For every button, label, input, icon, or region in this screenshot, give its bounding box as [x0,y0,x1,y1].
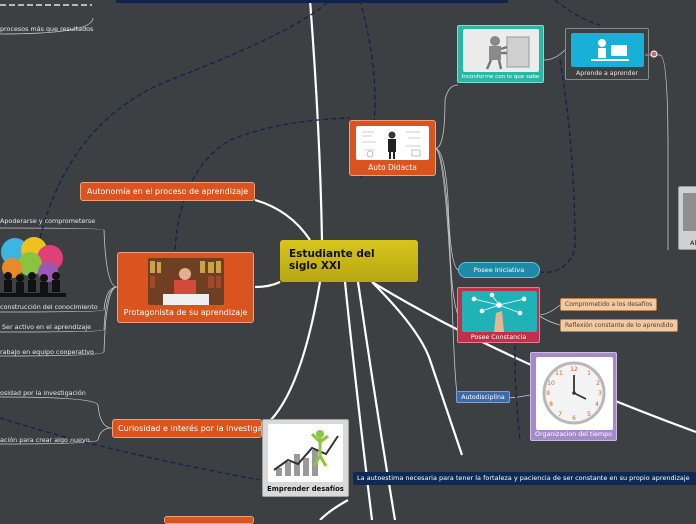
svg-text:7: 7 [558,411,562,418]
topic-inconforme[interactable]: Inconforme con lo que sabe [457,25,544,83]
item-trabajo[interactable]: rabajo en equipo cooperativo [0,348,94,356]
svg-text:3: 3 [598,390,602,397]
item-curiosidad-investigacion[interactable]: osidad por la investigación [0,389,86,397]
item-apoderarse[interactable]: Apoderarse y comprometerse [0,217,96,225]
svg-text:2: 2 [596,380,600,387]
topic-curiosidad[interactable]: Curiosidad e interés por la investigació… [112,419,262,438]
svg-text:12: 12 [570,366,578,373]
topic-partial-right[interactable]: Al [678,186,696,250]
topic-posee-constancia-label: Posee Constancia [470,334,527,341]
topic-aprende[interactable]: Aprende a aprender [565,28,649,80]
item-creacion[interactable]: ación para crear algo nuevo [0,436,90,444]
teacher-board-icon [356,126,429,160]
network-hand-icon [462,291,537,332]
topic-partial-bottom[interactable] [164,516,254,524]
topic-inconforme-label: Inconforme con lo que sabe [461,74,540,80]
topic-comprometido-label: Comprometido a los desafíos [565,301,653,308]
topic-reflexion[interactable]: Reflexión constante de lo aprendido [560,319,679,332]
topic-autonomia-label: Autonomía en el proceso de aprendizaje [86,187,249,196]
svg-text:11: 11 [555,370,563,377]
item-construccion[interactable]: construcción del conocimiento [0,303,98,311]
topic-autonomia[interactable]: Autonomía en el proceso de aprendizaje [80,182,255,201]
item-activo[interactable]: Ser activo en el aprendizaje [2,323,92,331]
svg-text:4: 4 [595,401,599,408]
svg-text:5: 5 [587,411,591,418]
topic-posee-constancia[interactable]: Posee Constancia [457,287,540,343]
topic-reflexion-label: Reflexión constante de lo aprendido [565,322,674,329]
topic-aprende-label: Aprende a aprender [576,70,638,77]
computer-person-icon [571,33,644,67]
topic-autoestima-label: La autoestima necesaria para tener la fo… [357,474,690,482]
topic-emprender-label: Emprender desafíos [267,485,344,493]
central-topic-title: Estudiante del siglo XXI [289,248,375,272]
svg-text:9: 9 [546,390,550,397]
topic-organizacion-label: Organizacion del tiempo [535,431,612,438]
svg-text:1: 1 [587,370,591,377]
topic-posee-iniciativa[interactable]: Posee Iniciativa [458,262,540,278]
topic-auto-didacta-label: Auto Didacta [368,163,417,172]
topic-posee-iniciativa-label: Posee Iniciativa [473,266,525,274]
central-topic[interactable]: Estudiante del siglo XXI [280,240,418,282]
topic-partial-right-label: Al [690,239,696,247]
growth-chart-icon [268,424,343,482]
topic-protagonista-label: Protagonista de su aprendizaje [123,308,248,317]
topic-auto-didacta[interactable]: Auto Didacta [349,120,436,176]
topic-autoestima[interactable]: La autoestima necesaria para tener la fo… [353,472,696,485]
books-student-icon [148,258,224,305]
item-procesos[interactable]: procesos más que resultados [0,25,94,33]
topic-comprometido[interactable]: Comprometido a los desafíos [560,298,658,311]
svg-text:8: 8 [549,401,553,408]
topic-autodisciplina-label: Autodisciplina [461,394,505,401]
topic-emprender[interactable]: Emprender desafíos [262,419,349,497]
robot-push-icon [463,29,539,72]
svg-text:10: 10 [547,380,555,387]
topic-autodisciplina[interactable]: Autodisciplina [456,391,510,403]
topic-curiosidad-label: Curiosidad e interés por la investigació… [118,424,262,433]
svg-text:6: 6 [572,415,576,422]
person-photo-icon [683,193,696,231]
idea-people-icon [0,236,66,298]
topic-protagonista[interactable]: Protagonista de su aprendizaje [117,252,254,323]
